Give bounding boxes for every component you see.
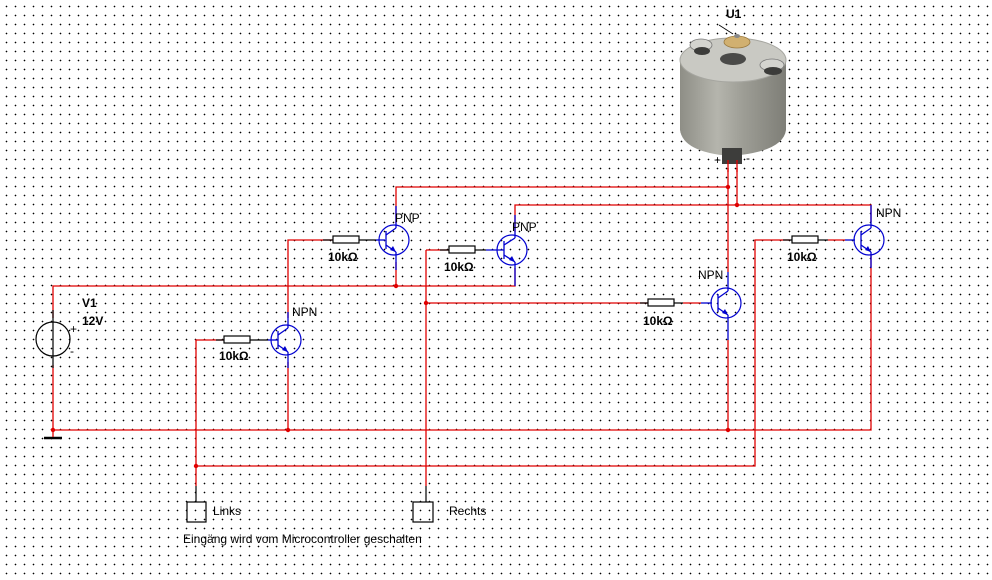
wire-q2-emitter[interactable] [395, 168, 729, 223]
emitter-arrow-icon [282, 346, 288, 352]
resistor-body-icon [332, 235, 360, 244]
transistor-body-icon [378, 224, 410, 256]
note-text: Eingäng wird vom Microcontroller geschal… [183, 532, 422, 546]
transistor-type-label: PNP [512, 220, 537, 234]
resistor-r2[interactable]: 10kΩ [323, 235, 385, 264]
motor-shaft-icon [734, 34, 740, 38]
junction-dot [393, 283, 399, 289]
source-plus-sign: + [70, 322, 77, 336]
junction-dot [725, 184, 731, 190]
resistor-value-label: 10kΩ [787, 250, 817, 264]
transistor-body-icon [496, 234, 528, 266]
resistor-value-label: 10kΩ [219, 349, 249, 363]
motor-terminal-block [722, 148, 742, 164]
transistor-type-label: NPN [876, 206, 901, 220]
junctions [50, 184, 740, 469]
motor-shaft-hole [720, 53, 746, 65]
resistor-r4[interactable]: 10kΩ [640, 298, 712, 328]
resistor-r5[interactable]: 10kΩ [783, 235, 855, 264]
emitter-arrow-icon [509, 256, 515, 262]
junction-dot [734, 202, 740, 208]
transistor-body-icon [853, 224, 885, 256]
motor-hole-left [694, 47, 710, 55]
wire-q3-base[interactable] [425, 250, 648, 304]
collector-leg [277, 327, 289, 336]
voltage-source-v1[interactable]: + - V1 12V [35, 296, 103, 440]
junction-dot [725, 427, 731, 433]
motor-u1[interactable]: U1 + - [679, 7, 787, 172]
resistor-body-icon [448, 245, 476, 254]
motor-minus-sign: - [746, 151, 750, 165]
wire-q3-emitter[interactable] [514, 204, 872, 232]
transistor-q1-npn[interactable]: NPN [270, 305, 317, 368]
source-ref-label: V1 [82, 296, 97, 310]
transistor-type-label: NPN [292, 305, 317, 319]
upper-leg [385, 227, 397, 236]
input-label: Rechts [449, 504, 486, 518]
resistor-body-icon [647, 298, 675, 307]
input-links[interactable]: Links [186, 486, 241, 523]
input-label: Links [213, 504, 241, 518]
wires [52, 168, 872, 486]
motor-ref-leader [718, 24, 734, 35]
emitter-arrow-icon [865, 246, 871, 252]
resistor-value-label: 10kΩ [643, 314, 673, 328]
wire-ground-rail[interactable] [52, 254, 872, 431]
resistor-r3[interactable]: 10kΩ [440, 245, 504, 274]
upper-leg [503, 237, 516, 246]
transistor-q3-pnp[interactable]: PNP [496, 215, 537, 286]
emitter-arrow-icon [390, 246, 396, 252]
resistor-body-icon [223, 335, 251, 344]
motor-hole-right [764, 67, 782, 75]
resistor-value-label: 10kΩ [328, 250, 358, 264]
wire-links-input[interactable] [195, 339, 224, 486]
transistor-type-label: NPN [698, 268, 723, 282]
resistor-value-label: 10kΩ [444, 260, 474, 274]
resistor-r1[interactable]: 10kΩ [216, 335, 278, 363]
collector-leg [860, 227, 872, 236]
connector-box-icon[interactable] [412, 501, 434, 523]
transistor-body-icon [270, 324, 302, 356]
junction-dot [423, 300, 429, 306]
connector-box-icon[interactable] [186, 501, 207, 523]
transistor-q2-pnp[interactable]: PNP [378, 206, 420, 270]
motor-plus-sign: + [714, 153, 721, 167]
wire-v1-top[interactable] [52, 268, 516, 318]
emitter-arrow-icon [722, 309, 728, 315]
junction-dot [193, 463, 199, 469]
collector-leg [717, 290, 729, 299]
input-rechts[interactable]: Rechts [412, 486, 486, 523]
junction-dot [285, 427, 291, 433]
transistor-type-label: PNP [395, 211, 420, 225]
wire-q1-collector[interactable] [287, 239, 333, 318]
motor-ref-label: U1 [726, 7, 742, 21]
wire-q5-base[interactable] [196, 239, 790, 467]
source-value-label: 12V [82, 314, 103, 328]
transistor-q4-npn[interactable]: NPN [698, 268, 742, 340]
motor-body-icon [680, 60, 786, 156]
transistor-q5-npn[interactable]: NPN [853, 205, 901, 268]
resistors: 10kΩ 10kΩ 10kΩ 10kΩ [216, 235, 855, 363]
resistor-body-icon [791, 235, 819, 244]
transistor-body-icon [710, 287, 742, 319]
source-minus-sign: - [70, 344, 74, 358]
